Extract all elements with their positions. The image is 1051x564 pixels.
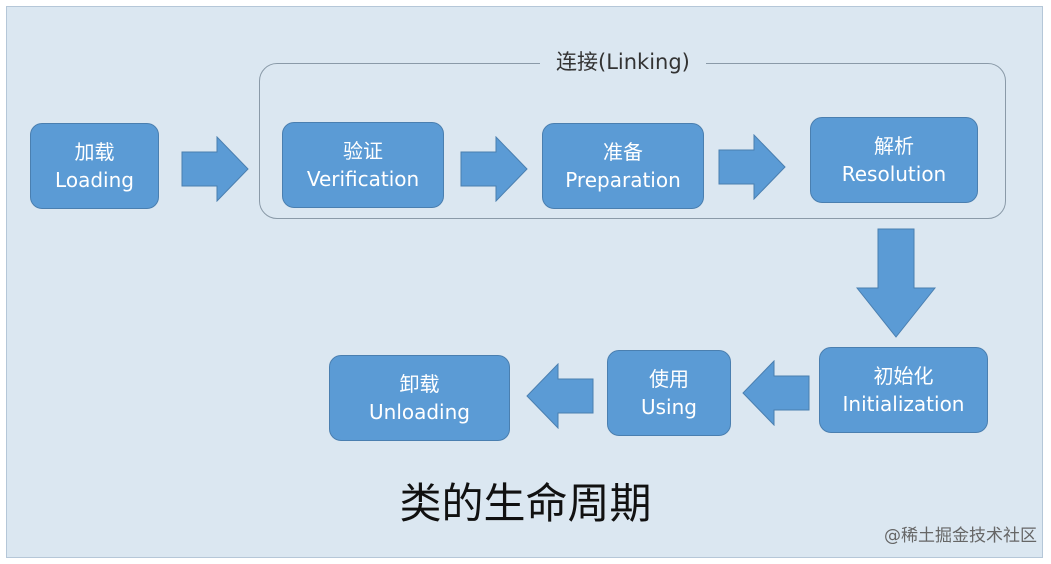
stage-initialization-en: Initialization	[842, 392, 965, 416]
stage-resolution: 解析 Resolution	[810, 117, 978, 203]
stage-initialization-zh: 初始化	[873, 364, 934, 388]
stage-unloading-zh: 卸载	[399, 372, 440, 396]
stage-preparation-en: Preparation	[565, 168, 681, 192]
stage-using: 使用 Using	[607, 350, 731, 436]
watermark: @稀土掘金技术社区	[884, 526, 1037, 546]
arrow-left-icon	[526, 363, 594, 429]
stage-verification-en: Verification	[306, 167, 420, 191]
stage-loading-en: Loading	[55, 168, 134, 192]
stage-initialization: 初始化 Initialization	[819, 347, 988, 433]
stage-verification-zh: 验证	[343, 139, 383, 163]
stage-unloading: 卸载 Unloading	[329, 355, 510, 441]
stage-preparation-zh: 准备	[603, 140, 643, 164]
arrow-right-icon	[718, 134, 786, 200]
stage-using-zh: 使用	[649, 367, 689, 391]
stage-loading-zh: 加载	[74, 140, 115, 164]
stage-verification: 验证 Verification	[282, 122, 444, 208]
stage-using-en: Using	[641, 395, 697, 419]
stage-resolution-en: Resolution	[841, 162, 947, 186]
diagram-title: 类的生命周期	[399, 479, 652, 528]
linking-group-label: 连接(Linking)	[540, 48, 706, 76]
arrow-left-icon	[742, 360, 810, 426]
arrow-right-icon	[460, 136, 528, 202]
arrow-down-icon	[856, 228, 936, 338]
stage-preparation: 准备 Preparation	[542, 123, 704, 209]
stage-unloading-en: Unloading	[369, 400, 470, 424]
stage-resolution-zh: 解析	[874, 134, 914, 158]
arrow-right-icon	[181, 136, 249, 202]
stage-loading: 加载 Loading	[30, 123, 159, 209]
diagram-canvas	[6, 6, 1043, 558]
